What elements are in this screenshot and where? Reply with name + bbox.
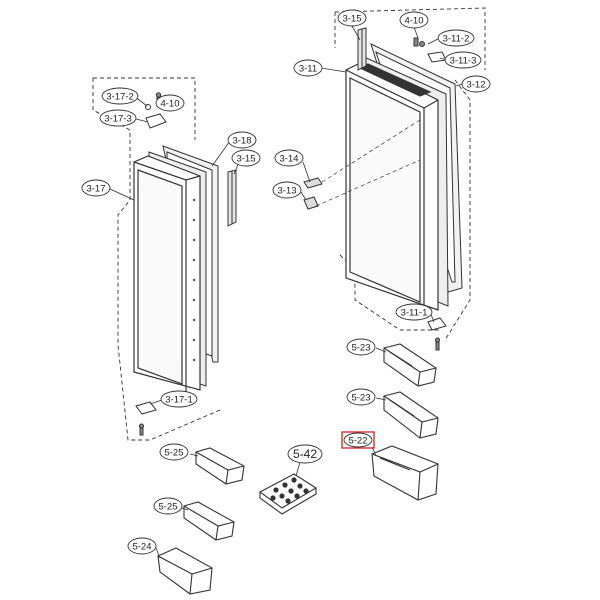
left-door-hinge-side-dots: [192, 198, 196, 362]
bin-5-22: [371, 445, 439, 501]
callout-label: 3-14: [279, 154, 298, 165]
callout-3-15-top: 3-15: [337, 9, 367, 27]
door-alignment-lines: [315, 119, 421, 207]
callout-label: 3-13: [277, 186, 296, 197]
callout-3-15-left: 3-15: [231, 149, 261, 167]
right-door-seal-strip: [357, 27, 367, 71]
bin-5-24: [157, 547, 213, 595]
callout-label: 5-23: [351, 343, 370, 354]
callout-label: 4-10: [160, 99, 179, 110]
callout-label: 3-15: [236, 154, 255, 165]
callout-5-25-lower: 5-25: [153, 497, 183, 515]
callout-label: 5-42: [293, 447, 317, 461]
callout-label: 3-11: [299, 64, 317, 75]
callout-3-18: 3-18: [227, 131, 257, 149]
callout-label: 3-18: [232, 136, 251, 147]
egg-tray-5-42: [258, 473, 318, 515]
callout-label: 3-17: [86, 184, 105, 195]
callout-label: 5-23: [351, 393, 370, 404]
callout-5-25-upper: 5-25: [159, 443, 189, 461]
callout-label: 5-22: [348, 436, 367, 447]
bin-5-25-lower: [183, 501, 235, 541]
left-door-panel: [133, 155, 201, 394]
bin-5-25-upper: [195, 447, 245, 485]
callout-5-23-upper: 5-23: [346, 338, 376, 356]
callout-5-22: 5-22: [341, 431, 375, 449]
callout-5-42: 5-42: [287, 444, 323, 464]
callout-3-14: 3-14: [274, 149, 304, 167]
callout-3-11: 3-11: [293, 59, 323, 77]
callout-4-10-top: 4-10: [399, 11, 429, 29]
callout-label: 3-17-1: [165, 395, 192, 406]
callout-label: 5-24: [132, 542, 151, 553]
callout-3-17-2: 3-17-2: [101, 87, 139, 105]
left-lower-hinge: [135, 401, 157, 436]
callout-label: 3-11-3: [450, 56, 477, 67]
callout-3-17-3: 3-17-3: [99, 109, 137, 127]
callout-label: 3-12: [466, 80, 485, 91]
right-upper-hinge: [413, 37, 447, 63]
callout-label: 3-11-2: [443, 34, 470, 45]
right-lower-hinge: [427, 317, 447, 351]
callout-5-23-lower: 5-23: [346, 388, 376, 406]
callout-3-17: 3-17: [81, 179, 111, 197]
callout-3-11-1: 3-11-1: [395, 303, 433, 321]
callout-3-11-2: 3-11-2: [437, 29, 475, 47]
highlight-box: [341, 431, 375, 449]
callout-label: 3-17-2: [106, 92, 133, 103]
callout-label: 5-25: [164, 448, 183, 459]
callout-label: 3-17-3: [104, 114, 131, 125]
callout-3-13: 3-13: [272, 181, 302, 199]
callout-3-17-1: 3-17-1: [160, 390, 198, 408]
bin-5-23-upper: [383, 343, 437, 387]
callout-label: 5-25: [158, 502, 177, 513]
right-door-panel: [345, 61, 439, 312]
callout-4-10-left: 4-10: [155, 94, 185, 112]
callout-3-12: 3-12: [461, 75, 491, 93]
left-assembly-boundary: [92, 77, 221, 441]
callout-3-11-3: 3-11-3: [444, 51, 482, 69]
left-door-seal-strip: [227, 169, 237, 227]
callout-5-24: 5-24: [127, 537, 157, 555]
callout-label: 3-15: [342, 14, 361, 25]
callout-label: 4-10: [404, 16, 423, 27]
callout-label: 3-11-1: [401, 308, 428, 319]
right-door-small-parts: [303, 177, 323, 210]
bin-5-23-lower: [383, 391, 439, 439]
